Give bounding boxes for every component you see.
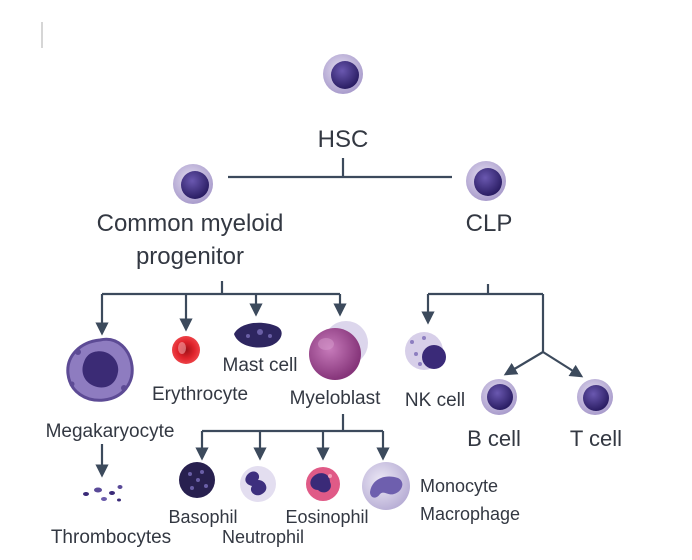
macrophage-label: Macrophage	[420, 504, 520, 524]
nk-cell-label: NK cell	[405, 390, 465, 411]
eosinophil-label: Eosinophil	[285, 507, 368, 527]
mast-cell-icon	[234, 322, 282, 348]
thrombocytes-icon	[83, 485, 123, 502]
eosinophil-cell-icon	[306, 467, 340, 501]
mast-cell-label: Mast cell	[223, 355, 298, 376]
basophil-label: Basophil	[168, 507, 237, 527]
neutrophil-label: Neutrophil	[222, 527, 304, 547]
b-cell-label: B cell	[467, 426, 521, 451]
nk-cell-icon	[405, 332, 446, 370]
basophil-cell-icon	[179, 462, 215, 498]
t-cell-icon	[577, 379, 613, 415]
myeloblast-label: Myeloblast	[290, 388, 382, 409]
myeloblast-cell-icon	[309, 321, 368, 380]
megakaryocyte-label: Megakaryocyte	[46, 421, 175, 442]
t-cell-label: T cell	[570, 426, 622, 451]
cmp-label-line2: progenitor	[136, 243, 244, 270]
connectors	[95, 158, 584, 478]
cmp-cell-icon	[173, 164, 213, 204]
hsc-label: HSC	[318, 126, 369, 153]
clp-cell-icon	[466, 161, 506, 201]
megakaryocyte-cell-icon	[66, 337, 134, 402]
erythrocyte-cell-icon	[172, 336, 200, 364]
neutrophil-cell-icon	[240, 466, 276, 502]
clp-label: CLP	[466, 210, 513, 237]
cmp-label-line1: Common myeloid	[97, 210, 284, 237]
labels: HSC Common myeloid progenitor CLP Megaka…	[46, 126, 623, 548]
erythrocyte-label: Erythrocyte	[152, 384, 248, 405]
monocyte-cell-icon	[362, 462, 410, 510]
b-cell-icon	[481, 379, 517, 415]
thrombocytes-label: Thrombocytes	[51, 527, 171, 548]
hsc-cell-icon	[323, 54, 363, 94]
monocyte-label: Monocyte	[420, 476, 498, 496]
